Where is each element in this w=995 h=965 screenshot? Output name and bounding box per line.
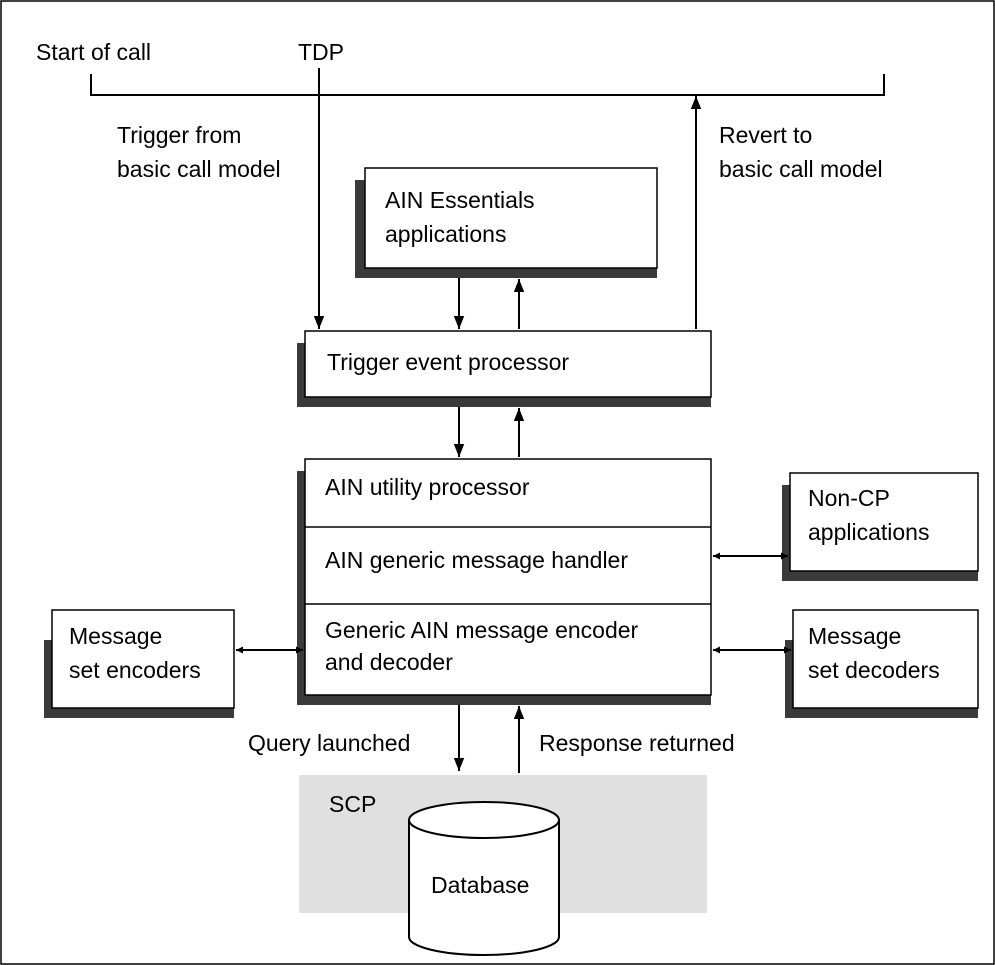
trigger-annotation-line2: basic call model bbox=[117, 156, 281, 182]
database-label: Database bbox=[431, 872, 529, 898]
set-encoders-label-line1: Message bbox=[69, 623, 162, 649]
generic-message-handler-label: AIN generic message handler bbox=[325, 547, 628, 573]
call-timeline: Start of call TDP bbox=[36, 39, 885, 96]
non-cp-label-line1: Non-CP bbox=[808, 485, 890, 511]
trigger-annotation-line1: Trigger from bbox=[117, 122, 241, 148]
message-set-encoders-box: Message set encoders bbox=[44, 609, 235, 718]
non-cp-applications-box: Non-CP applications bbox=[782, 472, 979, 581]
ain-essentials-box: AIN Essentials applications bbox=[355, 167, 658, 278]
revert-annotation-line2: basic call model bbox=[719, 156, 883, 182]
message-set-decoders-box: Message set decoders bbox=[785, 609, 979, 718]
database-cylinder: Database bbox=[408, 801, 560, 956]
non-cp-label-line2: applications bbox=[808, 519, 929, 545]
encoder-decoder-label-line1: Generic AIN message encoder bbox=[325, 617, 639, 643]
response-returned-label: Response returned bbox=[539, 730, 735, 756]
set-encoders-label-line2: set encoders bbox=[69, 657, 201, 683]
set-decoders-label-line1: Message bbox=[808, 623, 901, 649]
ain-essentials-label-line1: AIN Essentials bbox=[385, 187, 535, 213]
query-launched-label: Query launched bbox=[248, 730, 410, 756]
start-of-call-label: Start of call bbox=[36, 39, 151, 65]
utility-processor-label: AIN utility processor bbox=[325, 474, 530, 500]
scp-label: SCP bbox=[329, 791, 376, 817]
set-decoders-label-line2: set decoders bbox=[808, 657, 940, 683]
trigger-event-processor-label: Trigger event processor bbox=[327, 349, 569, 375]
encoder-decoder-label-line2: and decoder bbox=[325, 649, 453, 675]
ain-processing-stack: AIN utility processor AIN generic messag… bbox=[297, 458, 712, 705]
trigger-event-processor-box: Trigger event processor bbox=[297, 330, 712, 407]
revert-annotation-line1: Revert to bbox=[719, 122, 812, 148]
tdp-label: TDP bbox=[298, 39, 344, 65]
ain-essentials-label-line2: applications bbox=[385, 221, 506, 247]
